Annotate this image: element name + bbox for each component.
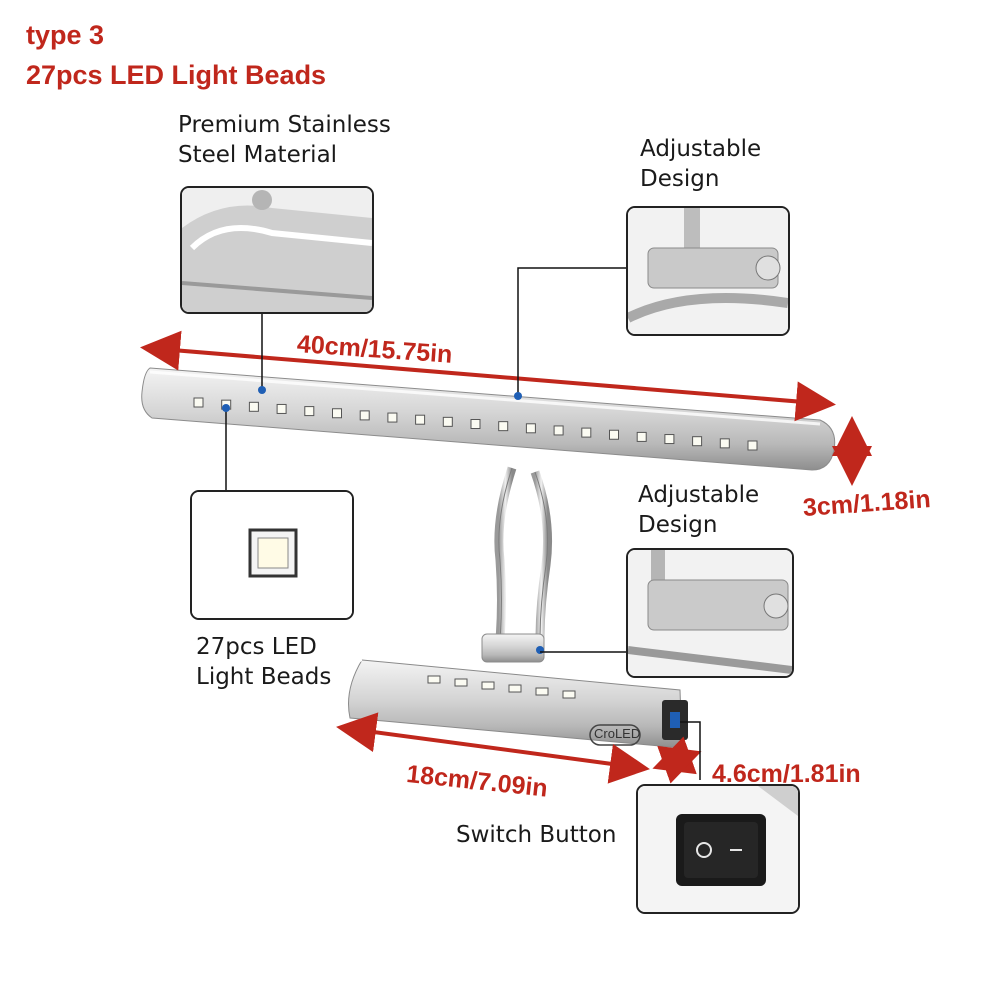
inset-led-bead xyxy=(190,490,354,620)
inset-adjustable-top xyxy=(626,206,790,336)
led-bead xyxy=(304,406,315,417)
caption-switch-button: Switch Button xyxy=(456,822,617,848)
hinge-joint xyxy=(481,633,545,663)
led-bead xyxy=(498,421,509,432)
led-bead xyxy=(525,423,536,434)
callout-dots xyxy=(222,386,522,412)
caption-led-beads: 27pcs LED Light Beads xyxy=(196,634,332,690)
led-bead xyxy=(415,414,426,425)
brand-label: CroLED xyxy=(594,726,641,741)
type-label: type 3 xyxy=(26,20,105,50)
led-bead xyxy=(454,678,468,687)
led-bead xyxy=(248,401,259,412)
caption-steel-material: Premium Stainless Steel Material xyxy=(178,112,391,168)
led-bead xyxy=(387,412,398,423)
led-bead xyxy=(553,425,564,436)
led-bead xyxy=(609,429,619,440)
led-bead xyxy=(332,408,342,419)
led-bead xyxy=(427,675,441,684)
led-bead xyxy=(470,419,481,429)
led-bead xyxy=(535,687,549,696)
led-bead xyxy=(193,397,204,408)
led-bead xyxy=(481,681,495,690)
led-bead xyxy=(581,427,592,438)
led-bead xyxy=(692,436,703,447)
inset-steel-material xyxy=(180,186,374,314)
led-bead xyxy=(359,410,370,421)
dim-height-bottom: 4.6cm/1.81in xyxy=(712,760,861,788)
led-bead xyxy=(747,440,758,451)
led-bead xyxy=(636,431,647,442)
inset-adjustable-bottom xyxy=(626,548,794,678)
light-bar-large xyxy=(141,367,836,471)
callout-connectors xyxy=(225,267,701,780)
caption-adjustable-top: Adjustable Design xyxy=(640,136,762,192)
led-bead-row-bottom xyxy=(427,675,576,699)
led-bead xyxy=(442,416,453,427)
beads-headline: 27pcs LED Light Beads xyxy=(26,60,327,90)
caption-adjustable-bottom: Adjustable Design xyxy=(638,482,760,538)
led-bead xyxy=(664,434,675,445)
led-bead xyxy=(276,403,287,414)
led-bead xyxy=(508,684,522,693)
support-arms xyxy=(494,466,553,641)
led-bead xyxy=(719,438,730,449)
inset-switch-button xyxy=(636,784,800,914)
led-bead xyxy=(562,690,576,699)
